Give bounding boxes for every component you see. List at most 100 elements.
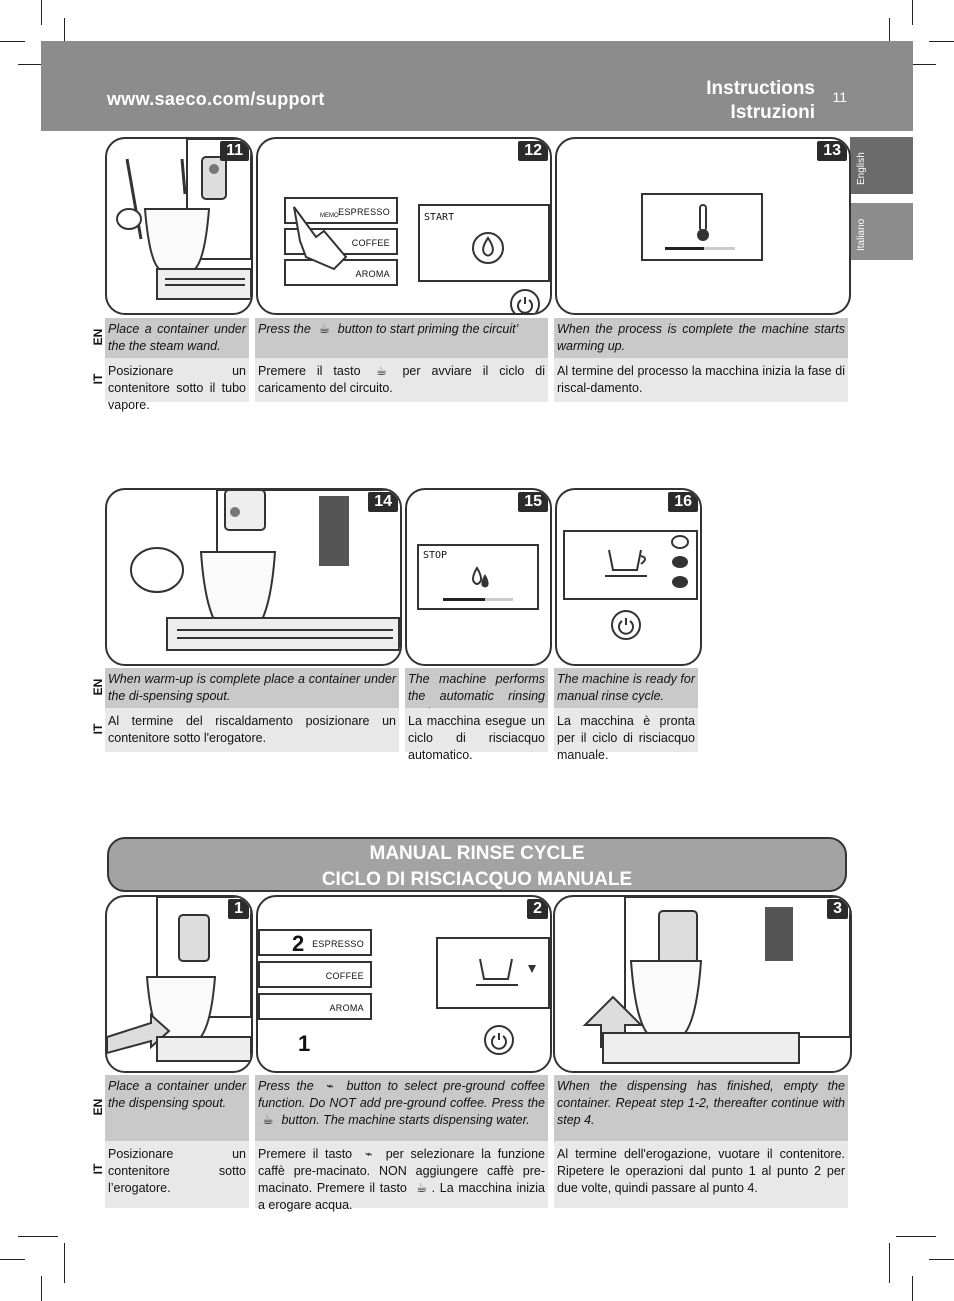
- step-2-text-it-2a: Premere il tasto: [316, 1181, 407, 1195]
- step-number: 16: [668, 492, 698, 512]
- display-screen: [563, 530, 698, 600]
- cup-ground-coffee-icon: [476, 958, 536, 986]
- display-screen: [436, 937, 550, 1009]
- aroma-button[interactable]: AROMA: [284, 259, 398, 286]
- ground-coffee-button-icon: ⌁: [365, 1147, 373, 1161]
- step-13-text-en: When the process is complete the machine…: [554, 318, 848, 358]
- step-2-text-en: Press the ⌁ button to select pre-ground …: [255, 1075, 548, 1141]
- display-screen: START: [418, 204, 550, 282]
- power-icon: [491, 1033, 507, 1050]
- step-15-text-it: La macchina esegue un ciclo di risciacqu…: [405, 708, 548, 762]
- rinse-progress-fill: [443, 598, 485, 601]
- lang-label-en: EN: [91, 328, 105, 346]
- crop-mark: [0, 41, 25, 42]
- step-2-text-it-1a: Premere il tasto: [258, 1147, 353, 1161]
- crop-mark: [0, 1259, 25, 1260]
- step-2-text-it: Premere il tasto ⌁ per selezionare la fu…: [255, 1141, 548, 1212]
- water-drop-cycle-icon: [472, 232, 504, 264]
- step-2-text-en-1b: button to select pre-ground coffee funct…: [258, 1079, 545, 1110]
- step-number: 3: [827, 899, 848, 919]
- banner-line-it: CICLO DI RISCIACQUO MANUALE: [321, 869, 633, 890]
- page-title: Instructions Istruzioni: [706, 77, 815, 125]
- crop-mark: [929, 1259, 954, 1260]
- coffee-label: COFFEE: [325, 971, 364, 981]
- aroma-label: AROMA: [355, 269, 390, 279]
- pointing-hand-icon: [293, 206, 348, 271]
- power-button[interactable]: [484, 1025, 514, 1055]
- aroma-button[interactable]: AROMA: [258, 993, 372, 1020]
- step-15-text-en: The machine performs the automatic rinsi…: [405, 668, 548, 720]
- memo-label: MEMO: [320, 213, 339, 219]
- step-2-text-it-2b: . La macchina inizia a erogare acqua.: [258, 1181, 546, 1212]
- crop-mark: [896, 1236, 936, 1237]
- tab-english-label: English: [856, 152, 867, 185]
- callout-2: 2: [292, 931, 305, 956]
- step-14-illustration: 14: [105, 488, 402, 666]
- coffee-label: COFFEE: [351, 238, 390, 248]
- step-12-text-en: Press the ☕ button to start priming the …: [255, 318, 548, 358]
- coffee-beans-icon: [671, 535, 689, 588]
- page-header: www.saeco.com/support Instructions Istru…: [41, 41, 913, 131]
- espresso-button[interactable]: ESPRESSO: [258, 929, 372, 956]
- container-under-spout-illustration: [107, 897, 251, 1062]
- step-13-illustration: 13: [555, 137, 851, 315]
- thermometer-icon: [697, 204, 709, 241]
- espresso-label: ESPRESSO: [338, 207, 390, 217]
- step-16-text-en: The machine is ready for manual rinse cy…: [554, 668, 698, 708]
- display-screen: STOP: [417, 544, 539, 610]
- warmup-progress-bar: [665, 247, 735, 250]
- crop-mark: [41, 0, 42, 25]
- crop-mark: [18, 1236, 58, 1237]
- step-14-text-en: When warm-up is complete place a contain…: [105, 668, 399, 708]
- rinse-progress-bar: [443, 598, 513, 601]
- section-banner: MANUAL RINSE CYCLE CICLO DI RISCIACQUO M…: [107, 837, 847, 892]
- memo-button-icon: ☕: [262, 1113, 274, 1127]
- tab-italiano[interactable]: Italiano: [850, 203, 913, 260]
- memo-button-icon: ☕: [415, 1181, 428, 1195]
- crop-mark: [929, 41, 954, 42]
- step-number: 15: [518, 492, 548, 512]
- tab-english[interactable]: English: [850, 137, 913, 194]
- step-2-text-en-2a: Press the: [491, 1096, 545, 1110]
- step-3-text-it: Al termine dell'erogazione, vuotare il c…: [554, 1141, 848, 1208]
- step-2-illustration: ESPRESSO COFFEE AROMA 2 1 2: [256, 895, 552, 1073]
- step-12-text-it: Premere il tasto ☕ per avviare il ciclo …: [255, 358, 548, 402]
- lang-label-it: IT: [91, 1163, 105, 1175]
- step-number: 2: [527, 899, 548, 919]
- step-number: 12: [518, 141, 548, 161]
- coffee-button[interactable]: COFFEE: [258, 961, 372, 988]
- display-start-text: START: [424, 212, 455, 223]
- step-11-illustration: 11: [105, 137, 253, 315]
- steam-wand-illustration: [116, 139, 251, 300]
- aroma-label: AROMA: [329, 1003, 364, 1013]
- crop-mark: [64, 1243, 65, 1283]
- warmup-progress-fill: [665, 247, 704, 250]
- support-url[interactable]: www.saeco.com/support: [107, 89, 325, 109]
- water-drops-icon: [472, 566, 489, 588]
- step-3-text-en: When the dispensing has finished, empty …: [554, 1075, 848, 1141]
- crop-mark: [18, 64, 58, 65]
- title-it: Istruzioni: [730, 102, 815, 123]
- power-icon: [618, 618, 634, 635]
- step-number: 14: [368, 492, 398, 512]
- step-11-text-en: Place a container under the the steam wa…: [105, 318, 249, 358]
- dispensing-spout-illustration: [130, 490, 400, 651]
- page-number: 11: [832, 89, 847, 105]
- step-13-text-it: Al termine del processo la macchina iniz…: [554, 358, 848, 402]
- tab-italiano-label: Italiano: [856, 218, 867, 251]
- espresso-label: ESPRESSO: [312, 939, 364, 949]
- banner-line-en: MANUAL RINSE CYCLE: [369, 843, 585, 864]
- step-15-illustration: STOP 15: [405, 488, 552, 666]
- step-12-text-it-b: per avviare il ciclo di caricamento del …: [258, 364, 545, 395]
- crop-mark: [912, 0, 913, 25]
- power-icon: [517, 297, 533, 313]
- power-button[interactable]: [510, 289, 540, 313]
- callout-1: 1: [298, 1031, 311, 1056]
- power-button[interactable]: [611, 610, 641, 640]
- title-en: Instructions: [706, 78, 815, 99]
- step-12-illustration: ESPRESSO COFFEE AROMA MEMO START 12: [256, 137, 552, 315]
- lang-label-en: EN: [91, 1098, 105, 1116]
- step-number: 11: [220, 141, 249, 161]
- display-screen: [641, 193, 763, 261]
- crop-mark: [896, 64, 936, 65]
